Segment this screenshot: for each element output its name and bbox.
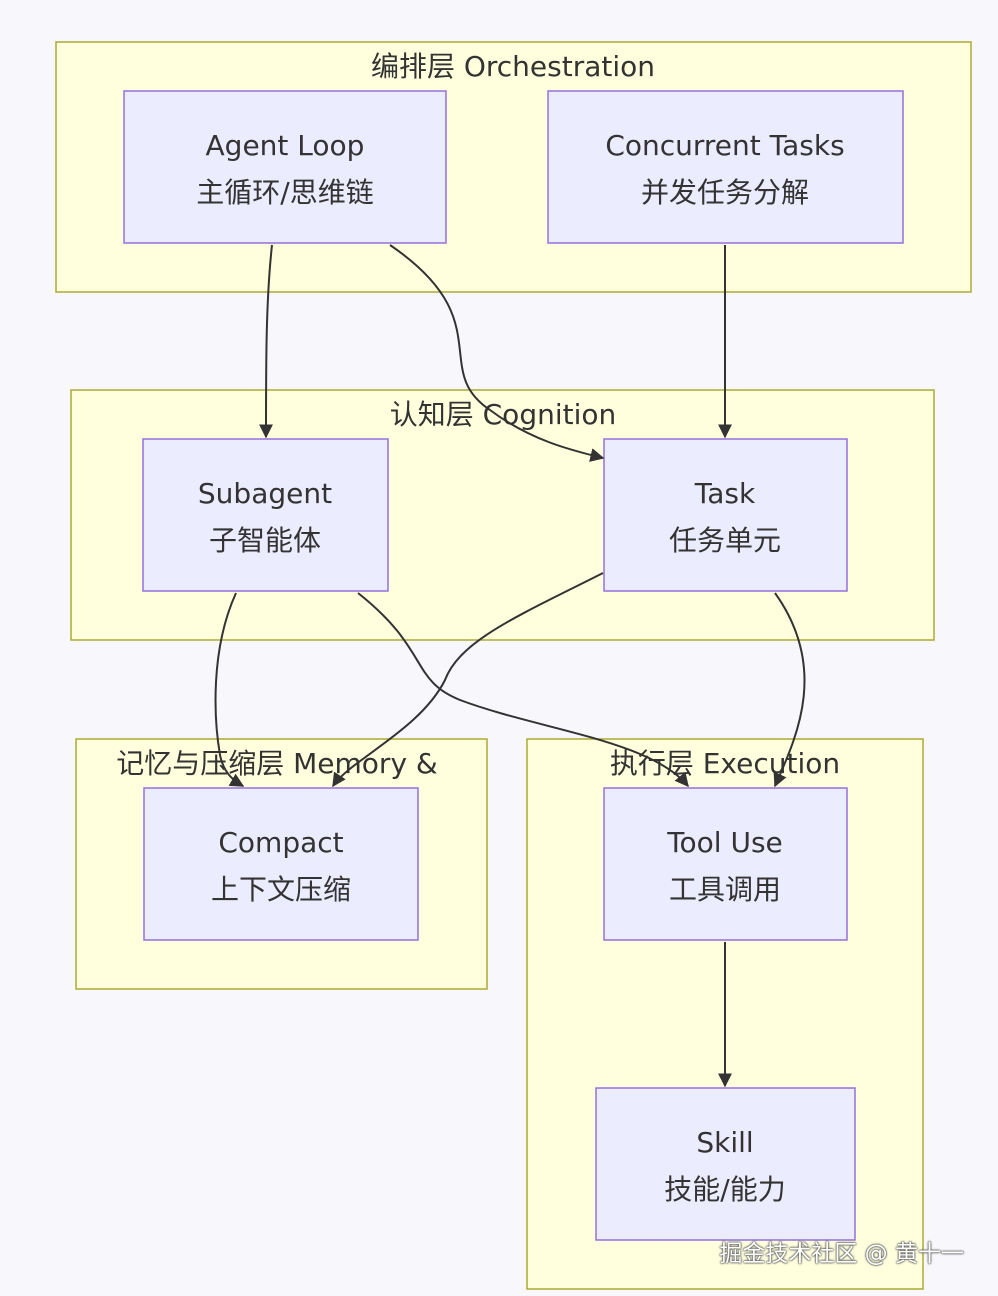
node-compact-subtitle: 上下文压缩: [211, 873, 351, 906]
node-subagent-title: Subagent: [198, 477, 332, 510]
node-concurrent-tasks-title: Concurrent Tasks: [605, 129, 844, 162]
node-skill-box: [595, 1087, 856, 1241]
node-subagent-box: [142, 438, 389, 592]
edge-task-to-compact: [332, 572, 604, 788]
node-agent-loop-box: [123, 90, 447, 244]
node-compact: Compact 上下文压缩: [143, 787, 419, 941]
node-concurrent-tasks-box: [547, 90, 904, 244]
cluster-execution-label: 执行层 Execution: [610, 747, 840, 780]
node-agent-loop-title: Agent Loop: [206, 129, 365, 162]
node-task-box: [603, 438, 848, 592]
node-tool-use-box: [603, 787, 848, 941]
node-concurrent-tasks: Concurrent Tasks 并发任务分解: [547, 90, 904, 244]
cluster-orchestration-label: 编排层 Orchestration: [371, 50, 655, 83]
node-concurrent-tasks-subtitle: 并发任务分解: [641, 176, 809, 209]
node-subagent-subtitle: 子智能体: [209, 524, 321, 557]
node-task-subtitle: 任务单元: [669, 524, 781, 557]
node-compact-title: Compact: [218, 826, 343, 859]
node-task-title: Task: [694, 477, 756, 510]
edge-task-to-tool-use: [773, 592, 806, 788]
node-tool-use-title: Tool Use: [666, 826, 783, 859]
edges: [214, 244, 806, 1088]
node-skill-subtitle: 技能/能力: [664, 1173, 785, 1206]
node-agent-loop-subtitle: 主循环/思维链: [196, 176, 373, 209]
node-skill: Skill 技能/能力: [595, 1087, 856, 1241]
edge-subagent-to-compact: [214, 592, 245, 787]
cluster-memory-label: 记忆与压缩层 Memory &: [116, 747, 438, 780]
edge-subagent-to-tool-use: [357, 592, 689, 788]
node-agent-loop: Agent Loop 主循环/思维链: [123, 90, 447, 244]
node-tool-use: Tool Use 工具调用: [603, 787, 848, 941]
node-subagent: Subagent 子智能体: [142, 438, 389, 592]
node-tool-use-subtitle: 工具调用: [669, 873, 781, 906]
cluster-cognition-label: 认知层 Cognition: [390, 398, 617, 431]
node-task: Task 任务单元: [603, 438, 848, 592]
watermark: 掘金技术社区 @ 黄十一: [719, 1241, 964, 1267]
node-compact-box: [143, 787, 419, 941]
edge-agent-loop-to-task: [389, 244, 605, 462]
edge-agent-loop-to-subagent: [259, 244, 274, 439]
node-skill-title: Skill: [696, 1126, 753, 1159]
